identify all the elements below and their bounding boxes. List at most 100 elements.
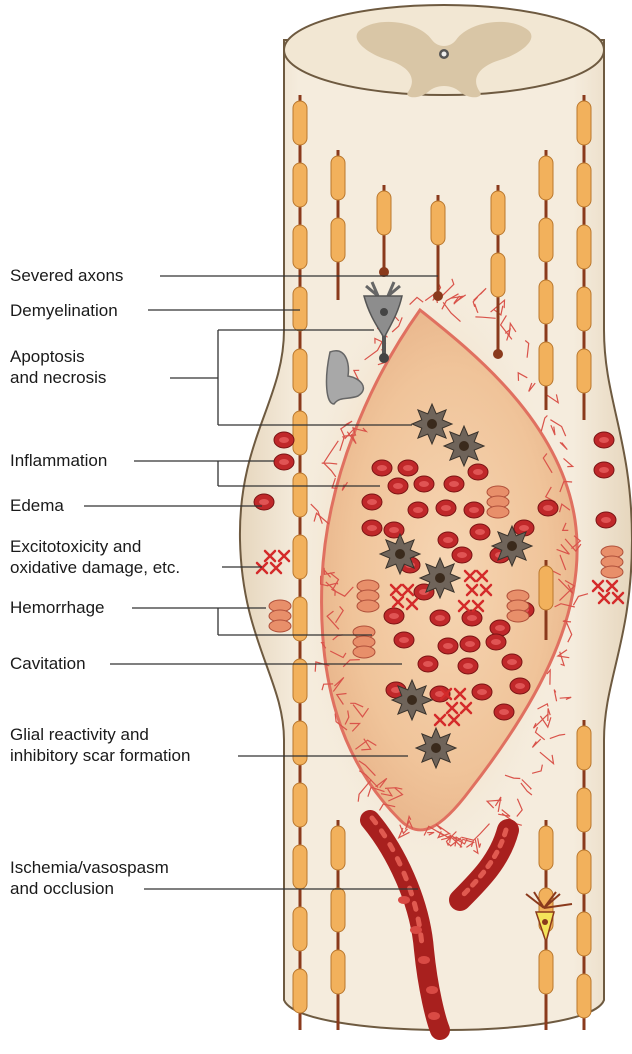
red-blood-cell-center — [475, 529, 485, 535]
apoptosis-text-1: Apoptosis — [10, 346, 106, 367]
label-ischemia: Ischemia/vasospasm and occlusion — [10, 857, 169, 899]
myelin-segment — [539, 218, 553, 262]
myelin-segment — [539, 342, 553, 386]
demyelination-text: Demyelination — [10, 300, 118, 321]
label-apoptosis: Apoptosis and necrosis — [10, 346, 106, 388]
glial-text-1: Glial reactivity and — [10, 724, 190, 745]
label-edema: Edema — [10, 495, 64, 516]
red-blood-cell-center — [599, 467, 609, 473]
myelin-segment — [331, 826, 345, 870]
red-blood-cell-center — [367, 499, 377, 505]
myelin-segment — [539, 826, 553, 870]
red-blood-cell-center — [601, 517, 611, 523]
myelin-segment — [331, 218, 345, 262]
red-blood-cell-center — [449, 481, 459, 487]
red-blood-cell-center — [491, 639, 501, 645]
myelin-segment — [293, 349, 307, 393]
red-blood-cell-center — [393, 483, 403, 489]
red-blood-cell-center — [467, 615, 477, 621]
hemorrhage-stack — [353, 646, 375, 658]
myelin-segment — [577, 974, 591, 1018]
label-demyelination: Demyelination — [10, 300, 118, 321]
myelin-segment — [577, 850, 591, 894]
red-blood-cell-center — [465, 641, 475, 647]
myelin-segment — [577, 788, 591, 832]
ischemia-text-2: and occlusion — [10, 878, 169, 899]
red-blood-cell-center — [443, 643, 453, 649]
myelin-segment — [293, 907, 307, 951]
red-blood-cell-center — [599, 437, 609, 443]
hemorrhage-stack — [601, 566, 623, 578]
red-blood-cell-center — [495, 625, 505, 631]
macrophage-nucleus — [459, 441, 469, 451]
myelin-segment — [293, 659, 307, 703]
red-blood-cell-center — [259, 499, 269, 505]
vessel-red-cell — [428, 1012, 440, 1020]
myelin-segment — [331, 156, 345, 200]
excitotoxicity-text-1: Excitotoxicity and — [10, 536, 180, 557]
hemorrhage-stack — [507, 610, 529, 622]
excitotoxicity-text-2: oxidative damage, etc. — [10, 557, 180, 578]
myelin-segment — [539, 950, 553, 994]
glial-text-2: inhibitory scar formation — [10, 745, 190, 766]
label-cavitation: Cavitation — [10, 653, 86, 674]
red-blood-cell-center — [423, 661, 433, 667]
red-blood-cell-center — [469, 507, 479, 513]
label-severed-axons: Severed axons — [10, 265, 123, 286]
myelin-segment — [293, 783, 307, 827]
myelin-segment — [577, 225, 591, 269]
myelin-segment — [539, 156, 553, 200]
severed-axon-end — [493, 349, 503, 359]
myelin-segment — [431, 201, 445, 245]
myelin-segment — [293, 969, 307, 1013]
red-blood-cell-center — [441, 505, 451, 511]
macrophage-nucleus — [395, 549, 405, 559]
red-blood-cell-center — [457, 552, 467, 558]
label-hemorrhage: Hemorrhage — [10, 597, 105, 618]
red-blood-cell-center — [389, 613, 399, 619]
myelin-segment — [293, 101, 307, 145]
myelin-segment — [577, 912, 591, 956]
macrophage-nucleus — [507, 541, 517, 551]
myelin-segment — [293, 473, 307, 517]
apoptosis-text-2: and necrosis — [10, 367, 106, 388]
myelin-segment — [293, 535, 307, 579]
red-blood-cell-center — [499, 709, 509, 715]
hemorrhage-text: Hemorrhage — [10, 597, 105, 618]
myelin-segment — [491, 191, 505, 235]
macrophage-nucleus — [435, 573, 445, 583]
severed-axons-text: Severed axons — [10, 265, 123, 286]
severed-axon-end — [433, 291, 443, 301]
vessel-red-cell — [398, 896, 410, 904]
red-blood-cell-center — [519, 525, 529, 531]
myelin-segment — [577, 287, 591, 331]
red-blood-cell-center — [413, 507, 423, 513]
vessel-red-cell — [418, 956, 430, 964]
macrophage-nucleus — [427, 419, 437, 429]
red-blood-cell-center — [399, 637, 409, 643]
hemorrhage-stack — [487, 506, 509, 518]
myelin-segment — [539, 280, 553, 324]
label-inflammation: Inflammation — [10, 450, 107, 471]
myelin-segment — [293, 163, 307, 207]
hemorrhage-stack — [357, 600, 379, 612]
macrophage-nucleus — [431, 743, 441, 753]
inflammation-text: Inflammation — [10, 450, 107, 471]
myelin-segment — [293, 411, 307, 455]
red-blood-cell-center — [403, 465, 413, 471]
myelin-segment — [577, 163, 591, 207]
myelin-segment — [491, 253, 505, 297]
red-blood-cell-center — [507, 659, 517, 665]
red-blood-cell-center — [419, 481, 429, 487]
myelin-segment — [577, 349, 591, 393]
red-blood-cell-center — [473, 469, 483, 475]
hemorrhage-stack — [269, 620, 291, 632]
red-blood-cell-center — [367, 525, 377, 531]
red-blood-cell-center — [543, 505, 553, 511]
edema-text: Edema — [10, 495, 64, 516]
myelin-segment — [293, 287, 307, 331]
myelin-segment — [293, 225, 307, 269]
red-blood-cell-center — [515, 683, 525, 689]
cavitation-text: Cavitation — [10, 653, 86, 674]
